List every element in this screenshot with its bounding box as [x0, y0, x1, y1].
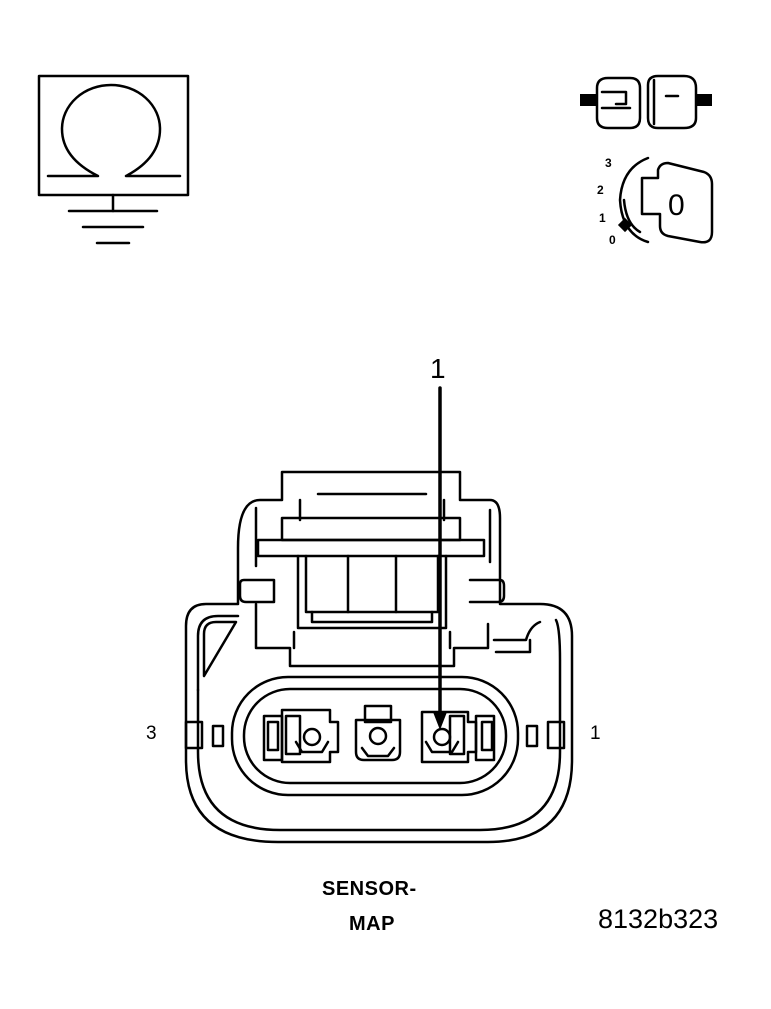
- ignition-key-position: 0: [668, 189, 685, 222]
- component-name-line1: SENSOR-: [322, 878, 417, 900]
- pin-cavity-2: [354, 704, 402, 762]
- callout-number: 1: [430, 353, 446, 384]
- disconnected-connector-icon: [580, 74, 712, 130]
- pin-label-left: 3: [146, 723, 157, 744]
- connector-face: [184, 470, 574, 844]
- pin-label-right: 1: [590, 723, 601, 744]
- pin-cavity-3: [262, 708, 340, 764]
- ignition-key-icon: [617, 156, 714, 244]
- ohmmeter-ground-icon: [37, 74, 190, 245]
- figure-id: 8132b323: [598, 904, 719, 934]
- ignition-scale-1: 1: [599, 211, 606, 225]
- ignition-scale-3: 3: [605, 156, 612, 170]
- component-name-line2: MAP: [349, 913, 395, 935]
- callout-leader: [433, 386, 447, 730]
- ignition-scale-2: 2: [597, 183, 604, 197]
- pin-cavity-1: [420, 710, 496, 764]
- ignition-scale-0: 0: [609, 233, 616, 247]
